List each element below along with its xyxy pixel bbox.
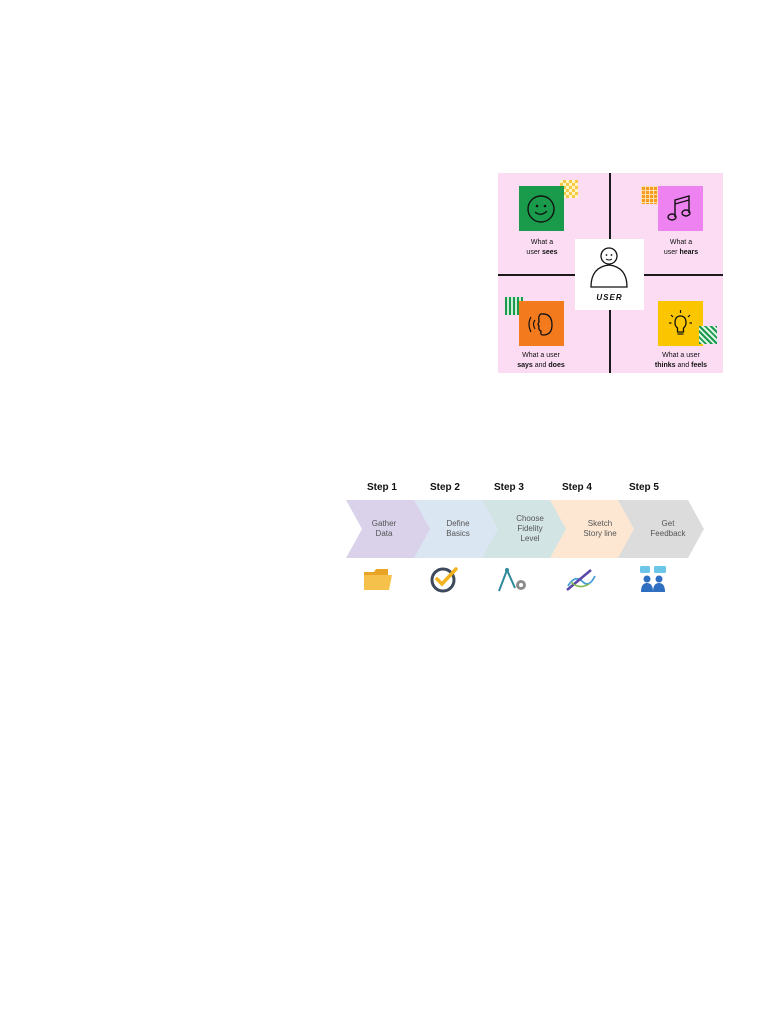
step-label: Define Basics	[446, 519, 470, 538]
step-title: Step 2	[429, 482, 460, 493]
step-title: Step 1	[366, 482, 397, 493]
step-label: Get Feedback	[650, 519, 686, 538]
speaking-head-icon	[528, 313, 553, 336]
caption-bold: says	[517, 362, 533, 369]
hears-caption: What a user hears	[636, 238, 723, 258]
compass-gear-icon	[498, 567, 526, 592]
caption-text: What a user	[663, 239, 693, 256]
user-label: USER	[596, 293, 623, 302]
says-does-caption: What a user says and does	[498, 351, 586, 371]
sees-tile	[519, 186, 564, 231]
caption-text: What a user	[526, 239, 554, 256]
music-note-icon	[667, 195, 691, 221]
thinks-feels-caption: What a user thinks and feels	[636, 351, 723, 371]
people-chat-icon	[640, 566, 666, 592]
caption-text: What a user	[522, 352, 560, 359]
step-title: Step 5	[628, 482, 659, 493]
caption-bold: hears	[679, 249, 699, 256]
step-label: Gather Data	[371, 519, 397, 538]
user-box: USER	[575, 239, 644, 310]
step-chevron	[414, 500, 500, 558]
step-chevron	[618, 500, 704, 558]
step-title: Step 3	[493, 482, 524, 493]
chevron-arrows	[346, 500, 704, 558]
step-chevron	[346, 500, 432, 558]
caption-text: and	[532, 362, 549, 369]
checker-pattern	[560, 180, 578, 198]
folder-icon	[364, 569, 392, 590]
process-steps: Step 1 Step 2 Step 3 Step 4 Step 5 Gathe…	[346, 478, 711, 598]
says-does-tile	[519, 301, 564, 346]
caption-text: What a user	[662, 352, 700, 359]
sees-caption: What a user sees	[498, 238, 587, 258]
hears-tile	[658, 186, 703, 231]
stripe-pattern	[505, 297, 523, 315]
step-label: Sketch Story line	[583, 519, 617, 538]
diagonal-stripe-pattern	[699, 326, 717, 344]
caption-bold: thinks	[654, 362, 676, 369]
grid-pattern	[641, 186, 659, 204]
step-chevron	[550, 500, 636, 558]
smiley-face-icon	[527, 195, 555, 223]
lightbulb-icon	[669, 310, 692, 335]
caption-bold: does	[548, 362, 565, 369]
caption-bold: feels	[691, 362, 708, 369]
empathy-map: What a user sees What a user hears USER	[498, 173, 723, 373]
user-figure-icon	[590, 247, 628, 288]
step-title: Step 4	[561, 482, 592, 493]
sketch-pen-icon	[566, 569, 596, 591]
step-chevron	[482, 500, 568, 558]
thinks-feels-tile	[658, 301, 703, 346]
caption-text: and	[675, 362, 692, 369]
step-label: Choose Fidelity Level	[516, 514, 544, 543]
checkmark-circle-icon	[430, 567, 458, 593]
caption-bold: sees	[541, 249, 558, 256]
